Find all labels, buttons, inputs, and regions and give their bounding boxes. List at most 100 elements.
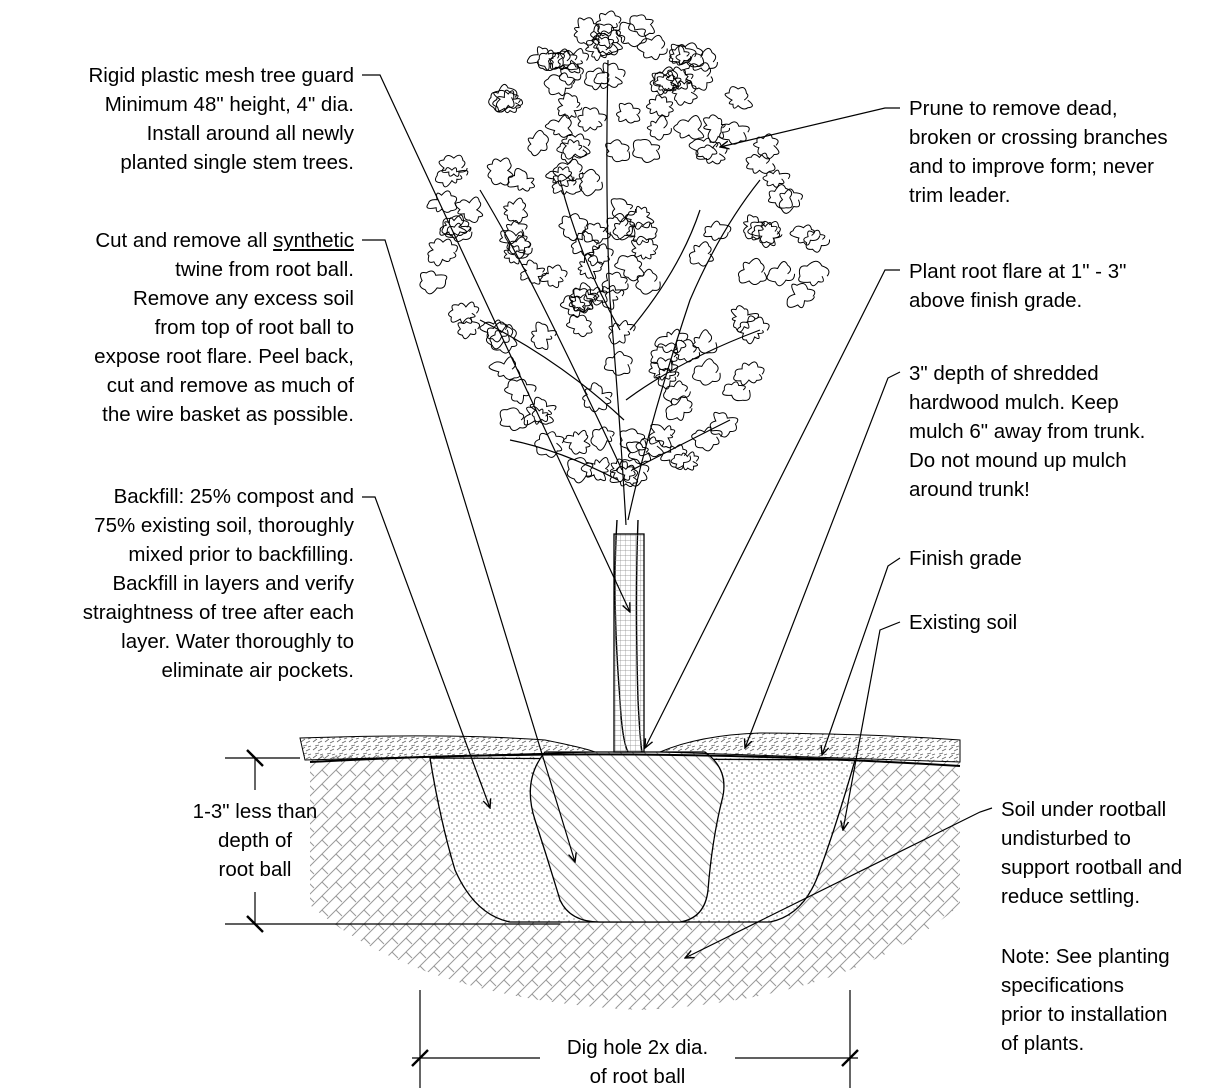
leaf-cluster [762, 169, 791, 188]
leaf-cluster [493, 89, 524, 113]
leaf-cluster [745, 152, 776, 174]
leaf-cluster [426, 190, 458, 213]
backfill-line: eliminate air pockets. [161, 659, 354, 682]
leaf-cluster [499, 230, 531, 255]
leader-lines [362, 74, 993, 958]
soil-under-line: reduce settling. [1001, 885, 1141, 908]
leaf-cluster [696, 142, 728, 165]
leaf-cluster [789, 224, 821, 246]
leaf-cluster [427, 238, 458, 267]
leaf-cluster [601, 271, 629, 294]
leaf-cluster [703, 220, 732, 241]
backfill-note: Backfill: 25% compost and 75% existing s… [83, 482, 354, 685]
leaf-cluster [584, 67, 610, 91]
backfill-line: layer. Water thoroughly to [121, 630, 354, 653]
leaf-cluster [648, 357, 679, 381]
mulch-line: 3" depth of shredded [909, 362, 1099, 385]
leaf-cluster [671, 80, 698, 106]
leaf-cluster [565, 314, 593, 338]
spec-note-line: of plants. [1001, 1032, 1085, 1055]
leaf-cluster [504, 220, 528, 245]
backfill-line: straightness of tree after each [82, 601, 354, 624]
width-label-line: of root ball [589, 1065, 686, 1088]
leaf-cluster [548, 48, 572, 71]
leaf-cluster [767, 184, 793, 209]
leaf-cluster [557, 92, 583, 119]
leaf-cluster [724, 86, 753, 110]
leaf-cluster [558, 213, 589, 242]
backfill-line: mixed prior to backfilling. [128, 543, 354, 566]
leaf-cluster [507, 167, 535, 192]
leaf-cluster [562, 429, 591, 455]
leaf-cluster [619, 428, 647, 454]
soil-under-rootball-note: Soil under rootball undisturbed to suppo… [1001, 795, 1209, 911]
leaf-cluster [530, 321, 557, 350]
leaf-cluster [603, 351, 633, 376]
leaf-cluster [687, 47, 718, 72]
leaf-cluster [571, 294, 594, 314]
finish-grade-line [309, 753, 961, 767]
depth-label-line: 1-3" less than [192, 800, 318, 823]
leaf-cluster [587, 243, 614, 267]
leaf-cluster [669, 43, 692, 66]
backfill-line: Backfill: 25% compost and [113, 485, 354, 508]
leaf-cluster [610, 198, 637, 223]
leaf-cluster [439, 214, 468, 237]
leaf-cluster [778, 188, 803, 214]
leaf-cluster [766, 261, 796, 287]
leaf-cluster [719, 121, 750, 145]
leaf-cluster [609, 458, 636, 483]
mulch-line: around trunk! [909, 478, 1030, 501]
leaf-cluster [488, 356, 521, 380]
leaf-cluster [585, 35, 612, 61]
leaf-cluster [566, 457, 594, 484]
finish-grade-text: Finish grade [909, 547, 1022, 570]
leaf-cluster [624, 205, 655, 230]
leaf-cluster [559, 295, 586, 318]
leaf-cluster [445, 222, 473, 243]
leaf-cluster [577, 253, 604, 280]
leaf-cluster [520, 259, 548, 285]
leaf-cluster [595, 10, 622, 37]
leaf-cluster [527, 129, 549, 157]
leaf-cluster [753, 133, 780, 160]
tree-canopy [419, 10, 831, 487]
soil-under-line: undisturbed to [1001, 827, 1131, 850]
backfill-line: 75% existing soil, thoroughly [94, 514, 354, 537]
leaf-cluster [626, 221, 658, 246]
leaf-cluster [692, 329, 718, 354]
leaf-cluster [646, 115, 672, 141]
leaf-cluster [454, 196, 484, 223]
leaf-cluster [648, 424, 676, 449]
leaf-cluster [605, 139, 631, 163]
twine-line: cut and remove as much of [106, 374, 354, 397]
leaf-cluster [543, 72, 576, 97]
leaf-cluster [786, 282, 816, 309]
twine-line: the wire basket as possible. [102, 403, 354, 426]
leaf-cluster [688, 137, 719, 160]
leaf-cluster [649, 70, 677, 96]
leaf-cluster [631, 235, 659, 260]
prune-line: Prune to remove dead, [909, 97, 1118, 120]
leaf-cluster [605, 213, 633, 241]
leaf-cluster [663, 380, 691, 406]
leaf-cluster [583, 286, 608, 306]
leaf-cluster [616, 102, 641, 124]
depth-label-line: depth of [217, 829, 293, 852]
twine-line: expose root flare. Peel back, [94, 345, 354, 368]
leaf-cluster [673, 115, 705, 140]
prune-note: Prune to remove dead, broken or crossing… [909, 94, 1168, 210]
leaf-cluster [655, 367, 680, 390]
twine-line: Cut and remove all synthetic [94, 226, 354, 255]
leaf-cluster [438, 154, 468, 177]
leaf-cluster [503, 197, 528, 224]
twine-line: from top of root ball to [154, 316, 354, 339]
leaf-cluster [570, 230, 601, 257]
soil-under-line: Soil under rootball [1001, 798, 1167, 821]
leaf-cluster [526, 46, 560, 71]
width-dimension-label: Dig hole 2x dia. of root ball [535, 1033, 740, 1091]
root-flare-line: Plant root flare at 1" - 3" [909, 260, 1127, 283]
leaf-cluster [590, 426, 615, 451]
tree-branches [479, 59, 761, 526]
